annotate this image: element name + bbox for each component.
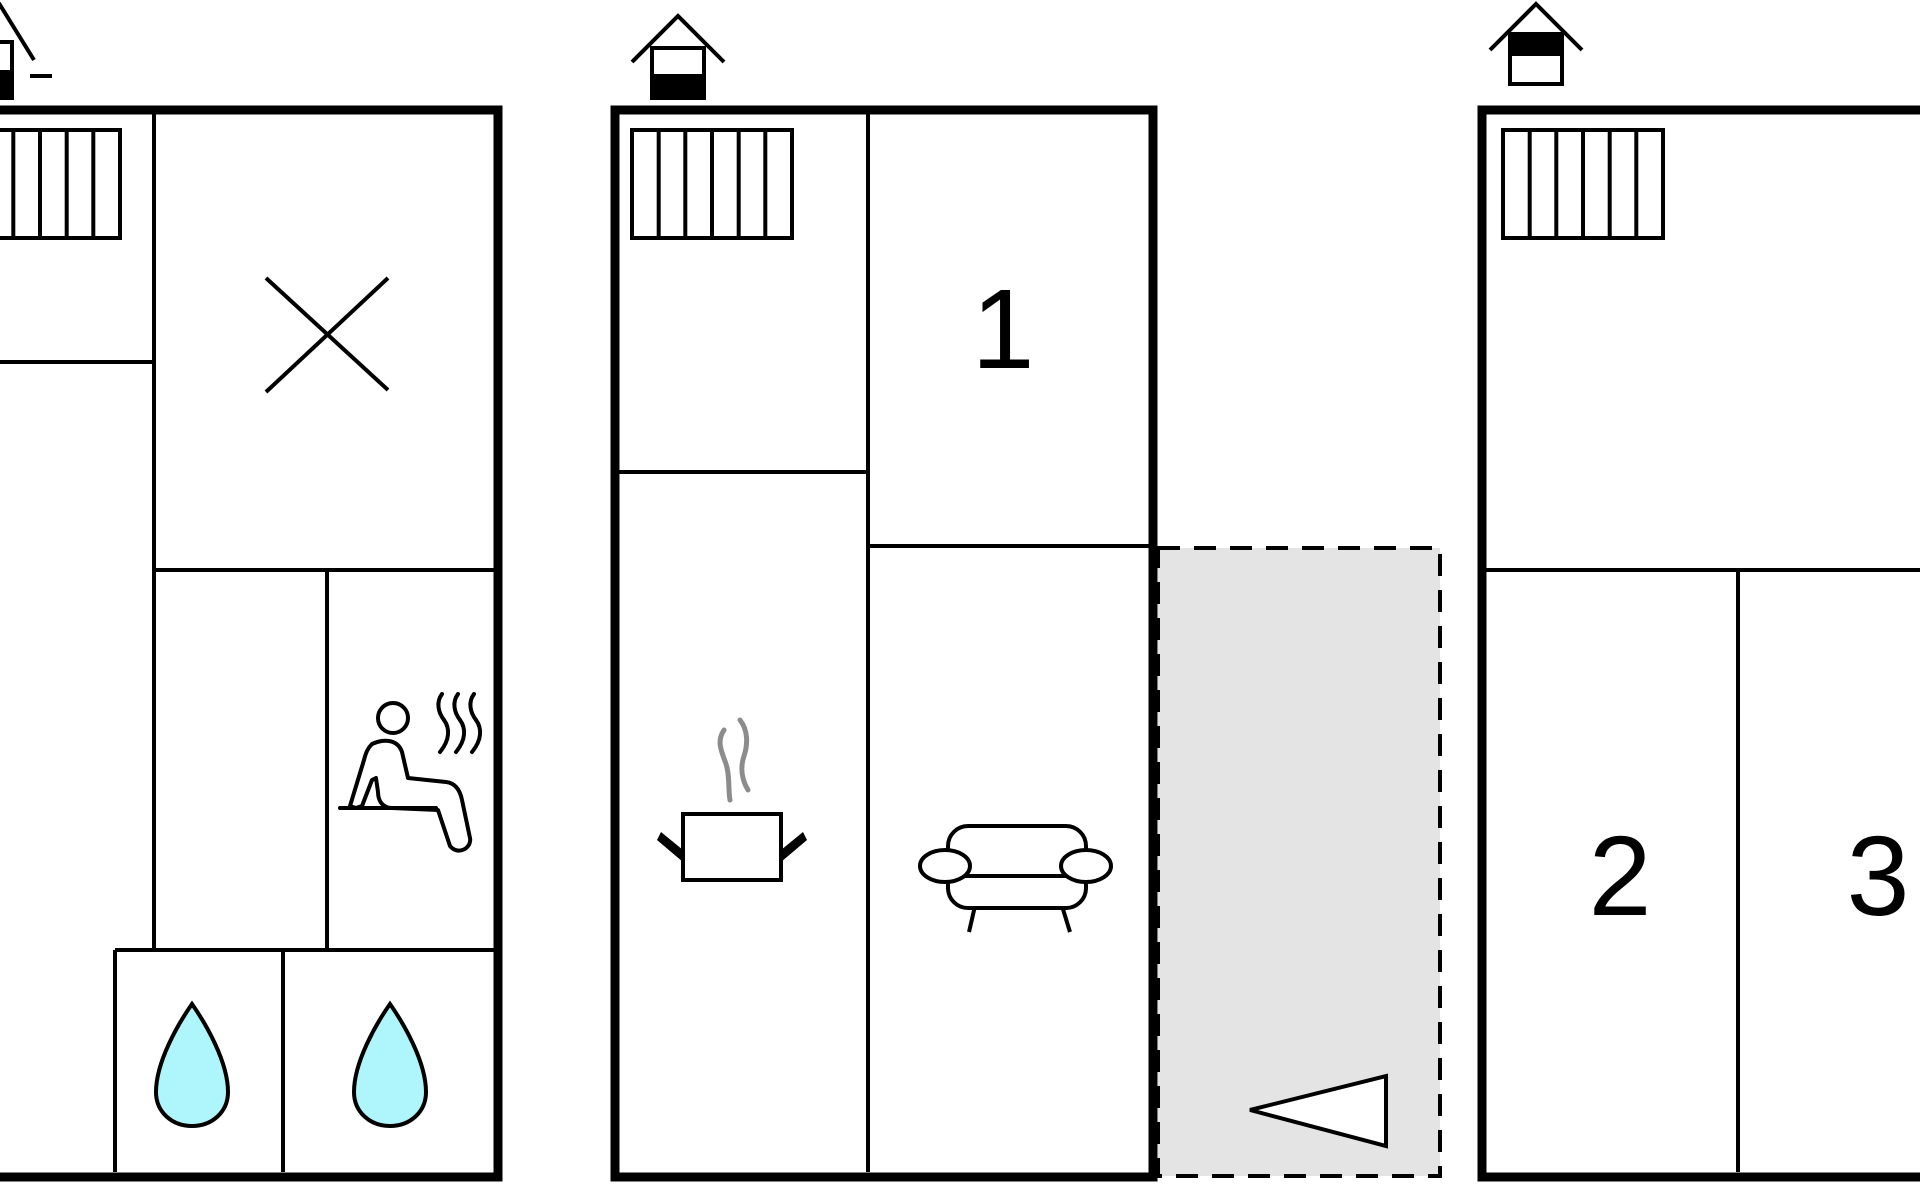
- room-label-3: 3: [1847, 813, 1910, 939]
- outer-wall: [0, 105, 503, 1182]
- room-label-1: 1: [972, 266, 1035, 392]
- radiator-icon: [1501, 128, 1665, 240]
- water-drop-icon: [154, 1002, 230, 1128]
- radiator-icon: [0, 128, 122, 240]
- house-level-icon-lower: [0, 1, 52, 100]
- floor-upper: 2 3: [1477, 1, 1920, 1182]
- water-drop-icon: [352, 1002, 428, 1128]
- terrace-wedge-icon: [1249, 1073, 1388, 1149]
- outer-wall: [1477, 105, 1920, 1182]
- floor-lower: [0, 1, 503, 1182]
- house-level-icon-upper: [1488, 1, 1584, 86]
- room-label-2: 2: [1589, 813, 1652, 939]
- radiator-icon: [630, 128, 794, 240]
- outer-wall: [610, 105, 1158, 1182]
- floor-ground: 1: [610, 13, 1442, 1182]
- outdoor-area: [1156, 546, 1442, 1178]
- house-level-icon-ground: [630, 13, 726, 100]
- sauna-icon: [338, 692, 483, 853]
- cooking-pot-icon: [657, 717, 807, 882]
- cross-icon: [264, 276, 390, 394]
- sofa-icon: [918, 824, 1113, 933]
